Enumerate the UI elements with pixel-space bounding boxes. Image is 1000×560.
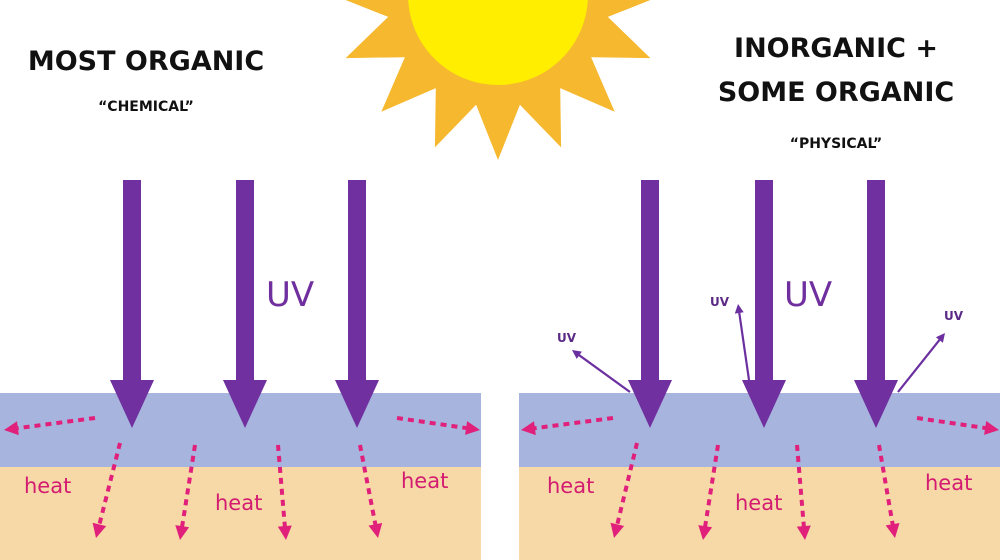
heat-arrow-6 (358, 444, 383, 538)
left-skin-layer (0, 467, 481, 560)
uv-arrow-5 (742, 180, 786, 428)
left-uv-label: UV (266, 275, 314, 315)
heat-arrow-9 (610, 442, 639, 538)
right-title-line1: INORGANIC + (734, 33, 938, 64)
uv-scatter-arrows (572, 304, 945, 393)
right-skin-layer (519, 467, 1000, 560)
heat-arrows (4, 416, 999, 540)
left-heat-label-3: heat (401, 469, 448, 493)
right-heat-label-2: heat (735, 491, 782, 515)
heat-arrow-1 (4, 416, 96, 436)
right-heat-label-1: heat (547, 474, 594, 498)
heat-arrow-2 (396, 416, 480, 435)
left-title: MOST ORGANIC (28, 46, 264, 77)
heat-arrow-5 (276, 444, 292, 540)
uv-arrows (110, 180, 898, 428)
sun-core (408, 0, 588, 85)
left-subtitle: “CHEMICAL” (98, 99, 194, 115)
uv-arrow-1 (110, 180, 154, 428)
sun-icon (345, 0, 651, 160)
heat-arrow-11 (795, 444, 811, 540)
left-heat-label-1: heat (24, 474, 71, 498)
heat-arrow-3 (92, 442, 122, 538)
right-uv-label: UV (784, 275, 832, 315)
heat-arrow-10 (698, 444, 720, 540)
uv-scatter-arrow-1 (572, 350, 631, 393)
uv-arrow-4 (628, 180, 672, 428)
heat-arrow-7 (521, 416, 614, 436)
scatter-uv-label-1: UV (557, 331, 577, 345)
scatter-uv-label-2: UV (710, 295, 730, 309)
heat-arrow-12 (877, 444, 900, 538)
uv-arrow-3 (335, 180, 379, 428)
right-title-line2: SOME ORGANIC (718, 77, 954, 108)
uv-scatter-arrow-2 (734, 304, 751, 381)
scatter-uv-label-3: UV (944, 309, 964, 323)
right-subtitle: “PHYSICAL” (790, 136, 882, 152)
uv-scatter-arrow-3 (897, 333, 945, 393)
uv-arrow-6 (854, 180, 898, 428)
uv-arrow-2 (223, 180, 267, 428)
left-heat-label-2: heat (215, 491, 262, 515)
heat-arrow-4 (175, 444, 197, 540)
right-heat-label-3: heat (925, 471, 972, 495)
heat-arrow-8 (916, 416, 999, 435)
